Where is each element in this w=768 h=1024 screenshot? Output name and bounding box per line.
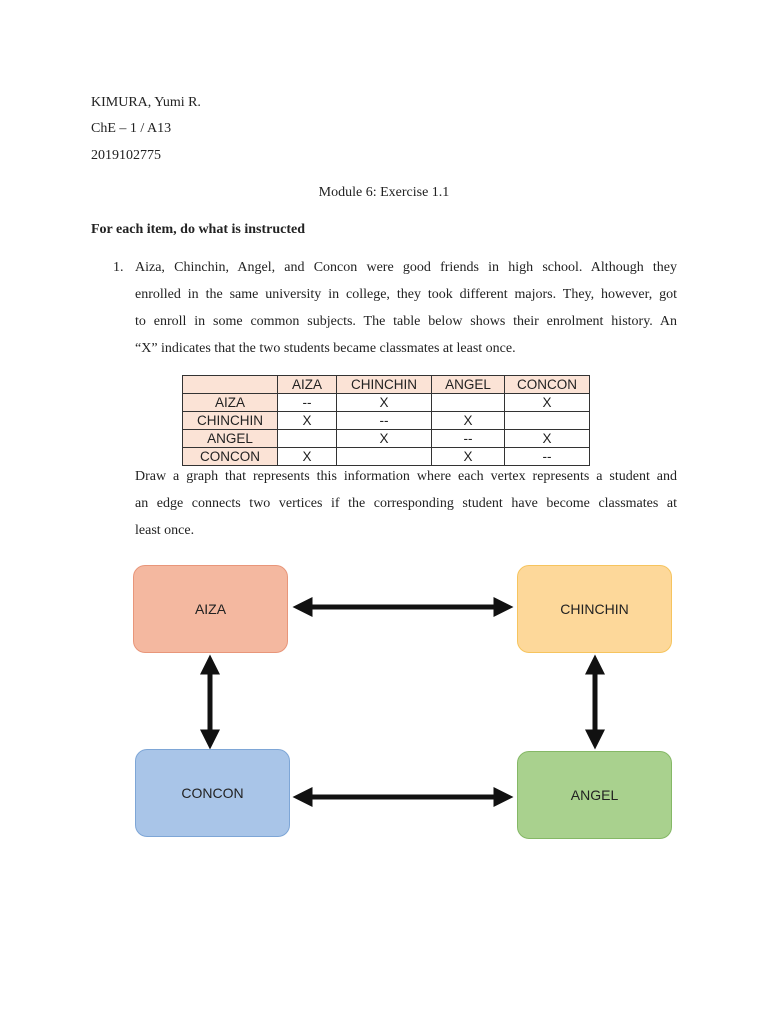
paragraph-line: least once. (135, 523, 195, 538)
paragraph-line: Draw a graph that represents this inform… (135, 469, 677, 484)
paragraph-line: Aiza, Chinchin, Angel, and Concon were g… (135, 260, 677, 275)
table-cell: X (431, 447, 505, 466)
author-name: KIMURA, Yumi R. (91, 95, 201, 110)
vertex-concon: CONCON (135, 749, 290, 837)
item-number: 1. (113, 260, 124, 275)
table-header-cell: CONCON (504, 375, 590, 394)
table-row: AIZA -- X X (182, 393, 590, 412)
item-paragraph-2: Draw a graph that represents this inform… (135, 463, 677, 544)
paragraph-line: enrolled in the same university in colle… (135, 287, 677, 302)
paragraph-line: to enroll in some common subjects. The t… (135, 314, 677, 329)
table-row-header: CHINCHIN (182, 411, 278, 430)
enrolment-table: AIZA CHINCHIN ANGEL CONCON AIZA -- X X C… (182, 375, 590, 466)
table-row: ANGEL X -- X (182, 429, 590, 448)
table-row-header: ANGEL (182, 429, 278, 448)
instruction-heading: For each item, do what is instructed (91, 222, 305, 237)
paragraph-line: “X” indicates that the two students beca… (135, 341, 516, 356)
vertex-aiza: AIZA (133, 565, 288, 653)
table-row-header: AIZA (182, 393, 278, 412)
table-cell: -- (504, 447, 590, 466)
section-code: ChE – 1 / A13 (91, 121, 172, 136)
table-header-cell: AIZA (277, 375, 337, 394)
table-header-cell: ANGEL (431, 375, 505, 394)
student-id: 2019102775 (91, 148, 161, 163)
table-row-header: CONCON (182, 447, 278, 466)
table-cell: X (277, 447, 337, 466)
table-row: CHINCHIN X -- X (182, 411, 590, 430)
document-title: Module 6: Exercise 1.1 (318, 185, 450, 200)
vertex-angel: ANGEL (517, 751, 672, 839)
item-paragraph-1: Aiza, Chinchin, Angel, and Concon were g… (135, 254, 677, 362)
paragraph-line: an edge connects two vertices if the cor… (135, 496, 677, 511)
table-row: CONCON X X -- (182, 447, 590, 466)
vertex-chinchin: CHINCHIN (517, 565, 672, 653)
